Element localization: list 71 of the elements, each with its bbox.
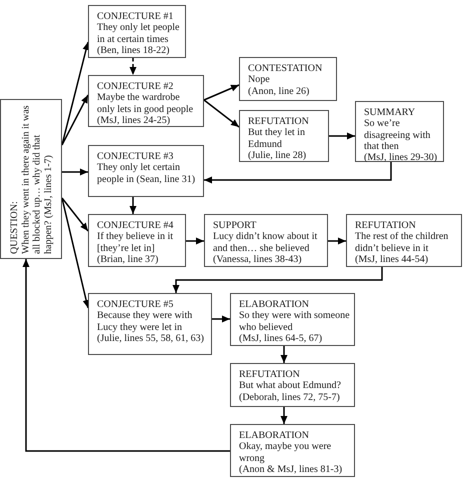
statement-text: Lucy didn’t know about it and then… she believed	[213, 231, 318, 254]
arrow	[62, 168, 88, 176]
statement-box	[346, 214, 462, 267]
arrow	[130, 197, 136, 214]
arrow	[329, 132, 355, 140]
source-citation: (Anon & MsJ, lines 81-3)	[239, 464, 342, 476]
statement-box	[88, 293, 212, 355]
arrow	[61, 198, 90, 308]
dashed-arrow	[130, 58, 136, 75]
source-citation: (Brian, line 37)	[97, 254, 158, 266]
statement-text: They only let people in at certain times	[97, 22, 180, 45]
box-heading: ELABORATION	[239, 299, 309, 310]
source-citation: (Vanessa, lines 38-43)	[213, 254, 302, 266]
statement-text: The rest of the children didn’t believe in it	[355, 231, 450, 254]
statement-box	[230, 424, 355, 477]
statement-text: Okay, maybe you were wrong	[239, 441, 332, 464]
arrow	[172, 267, 383, 293]
arrow	[22, 259, 230, 452]
statement-text: So they were with someone who believed	[239, 310, 351, 333]
statement-text: But they let in Edmund	[248, 127, 306, 150]
statement-box	[355, 101, 444, 162]
box-heading: REFUTATION	[248, 116, 309, 128]
source-citation: (Julie, lines 55, 58, 61, 63)	[97, 332, 204, 344]
arrow	[61, 198, 89, 232]
statement-box	[239, 110, 329, 162]
statement-box	[230, 363, 355, 407]
arrow	[186, 238, 204, 244]
statement-text: But what about Edmund?	[239, 380, 341, 392]
statement-box	[239, 57, 337, 101]
box-heading: CONJECTURE #3	[97, 151, 174, 162]
source-citation: (Ben, lines 18-22)	[97, 44, 170, 56]
question-box	[0, 99, 62, 259]
arrow	[204, 84, 240, 101]
statement-text: Because they were with Lucy they were let in	[97, 310, 194, 333]
statement-box	[230, 293, 355, 346]
box-heading: REFUTATION	[355, 220, 416, 232]
statement-text: If they believe in it [they’re let in]	[97, 231, 174, 254]
arrow	[280, 346, 288, 363]
box-heading: SUPPORT	[213, 220, 256, 232]
box-heading: SUMMARY	[364, 107, 416, 118]
statement-box	[88, 5, 186, 58]
box-heading: CONTESTATION	[248, 63, 322, 74]
source-citation: (MsJ, lines 64-5, 67)	[239, 332, 322, 344]
box-heading: REFUTATION	[239, 369, 300, 380]
arrow	[204, 99, 240, 128]
statement-box	[88, 75, 204, 127]
source-citation: (Anon, line 26)	[248, 86, 310, 97]
source-citation: (MsJ, lines 44-54)	[355, 254, 428, 266]
statement-text: They only let certain people in (Sean, line 31)	[97, 162, 196, 185]
statement-text: When they went in there again it was all blocked up… why did that happen? (MsJ, lines 1-7)	[20, 104, 54, 254]
source-citation: (Julie, line 28)	[248, 150, 306, 162]
statement-box	[88, 145, 204, 197]
source-citation: (MsJ, lines 24-25)	[97, 114, 170, 126]
arrow	[328, 238, 346, 244]
statement-box	[204, 214, 328, 267]
box-heading: ELABORATION	[239, 430, 309, 442]
box-heading: CONJECTURE #4	[97, 220, 174, 232]
box-heading: CONJECTURE #5	[97, 299, 174, 310]
box-heading: QUESTION:	[9, 201, 20, 254]
box-heading: CONJECTURE #1	[97, 11, 174, 22]
box-heading: CONJECTURE #2	[97, 81, 174, 92]
statement-text: So we’re disagreeing with that then	[364, 118, 432, 152]
statement-box	[88, 214, 186, 267]
arrow	[61, 94, 89, 146]
arrow	[212, 316, 230, 322]
arrow	[280, 407, 288, 424]
statement-text: Nope	[248, 74, 270, 86]
statement-text: Maybe the wardrobe only lets in good people	[97, 92, 194, 115]
source-citation: (Deborah, lines 72, 75-7)	[239, 392, 340, 403]
source-citation: (MsJ, lines 29-30)	[364, 152, 438, 164]
arrow	[204, 162, 392, 184]
